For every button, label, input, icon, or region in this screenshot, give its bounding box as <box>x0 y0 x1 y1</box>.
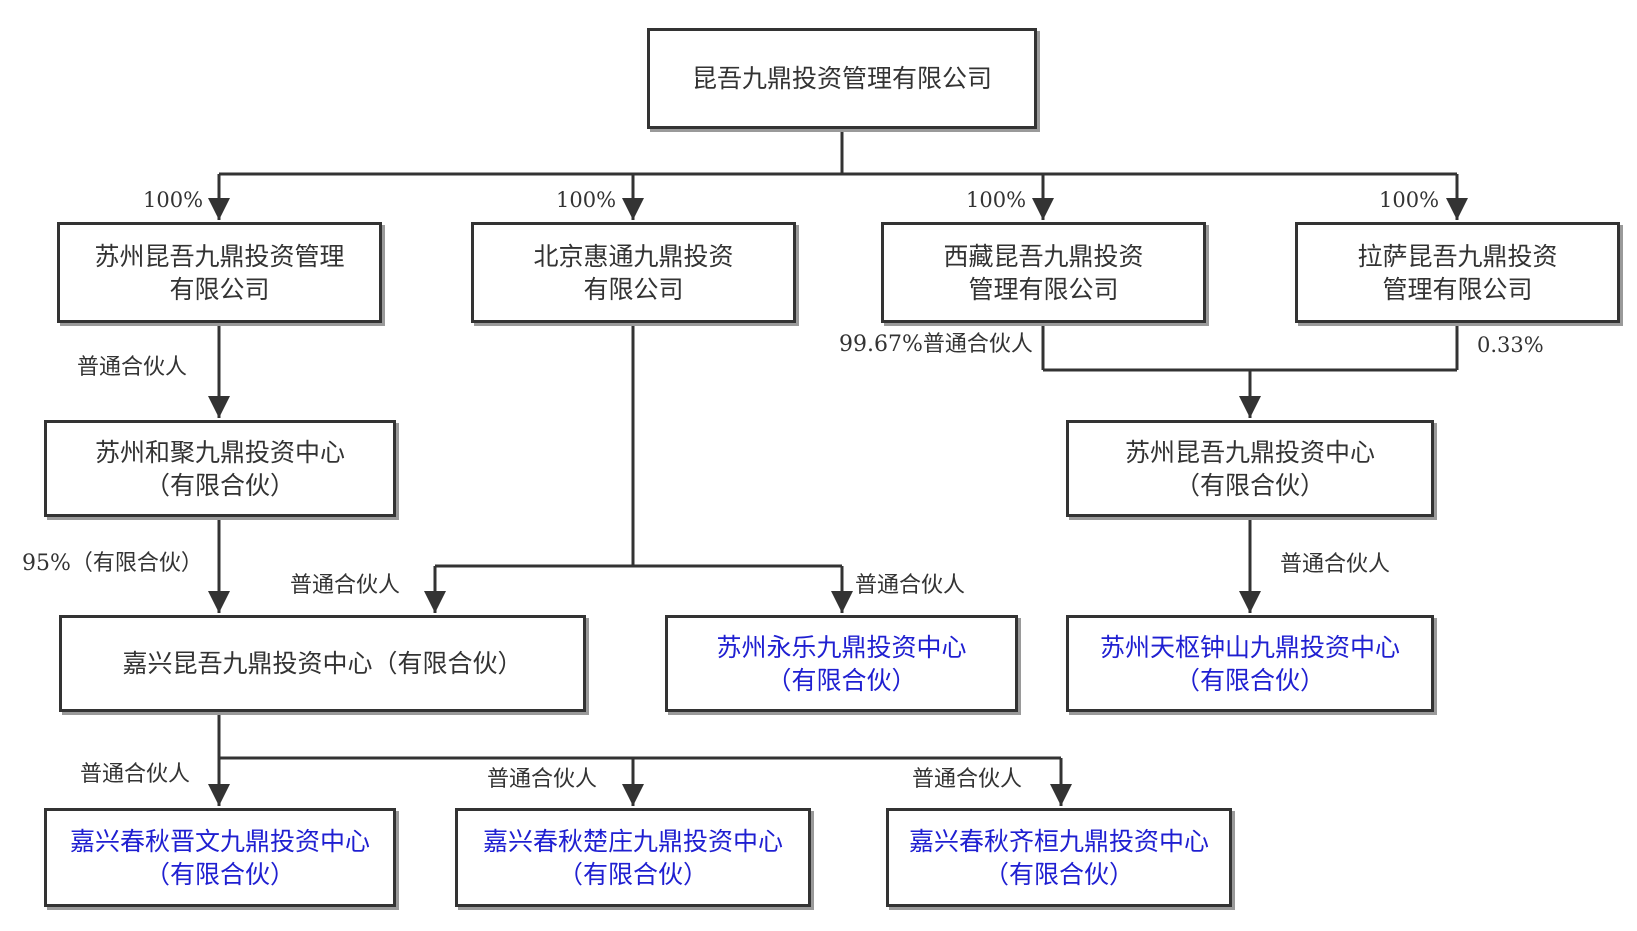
label-gp-tianshu: 普通合伙人 <box>1280 552 1391 577</box>
node-hejv-line1: 苏州和聚九鼎投资中心 <box>94 437 345 467</box>
node-yongle: 苏州永乐九鼎投资中心 （有限合伙） <box>665 615 1018 712</box>
node-hejv: 苏州和聚九鼎投资中心 （有限合伙） <box>44 420 396 517</box>
node-chuzhuang-line1: 嘉兴春秋楚庄九鼎投资中心 <box>482 826 783 856</box>
label-lp-hejv: 95%（有限合伙） <box>22 551 203 576</box>
node-jinwen: 嘉兴春秋晋文九鼎投资中心 （有限合伙） <box>44 808 396 907</box>
node-lasa-line1: 拉萨昆吾九鼎投资 <box>1357 241 1558 271</box>
label-gp-chuzhuang: 普通合伙人 <box>487 767 598 792</box>
label-share-xizang: 100% <box>966 188 1027 212</box>
node-jinwen-line2: （有限合伙） <box>144 859 295 889</box>
node-xizang: 西藏昆吾九鼎投资 管理有限公司 <box>881 222 1206 323</box>
node-parent: 昆吾九鼎投资管理有限公司 <box>647 28 1037 129</box>
node-chuzhuang-line2: （有限合伙） <box>557 859 708 889</box>
node-lasa: 拉萨昆吾九鼎投资 管理有限公司 <box>1295 222 1620 323</box>
node-tianshu-line2: （有限合伙） <box>1174 665 1325 695</box>
node-suzhou-center-line1: 苏州昆吾九鼎投资中心 <box>1124 437 1375 467</box>
node-yongle-line2: （有限合伙） <box>766 665 917 695</box>
label-gp-hejv: 普通合伙人 <box>77 355 188 380</box>
label-gp-jiaxing: 普通合伙人 <box>290 573 401 598</box>
label-share-suzhou-mgmt: 100% <box>143 188 204 212</box>
node-suzhou-center-line2: （有限合伙） <box>1174 470 1325 500</box>
node-jinwen-line1: 嘉兴春秋晋文九鼎投资中心 <box>69 826 370 856</box>
node-beijing-line2: 有限公司 <box>583 274 684 304</box>
node-qihuan-line2: （有限合伙） <box>983 859 1134 889</box>
label-gp-jinwen: 普通合伙人 <box>80 762 191 787</box>
node-qihuan: 嘉兴春秋齐桓九鼎投资中心 （有限合伙） <box>886 808 1232 907</box>
node-qihuan-line1: 嘉兴春秋齐桓九鼎投资中心 <box>908 826 1209 856</box>
node-tianshu: 苏州天枢钟山九鼎投资中心 （有限合伙） <box>1066 615 1434 712</box>
node-yongle-line1: 苏州永乐九鼎投资中心 <box>716 632 967 662</box>
label-share-lasa-center: 0.33% <box>1477 333 1544 357</box>
node-xizang-line2: 管理有限公司 <box>968 274 1119 304</box>
label-gp-qihuan: 普通合伙人 <box>912 767 1023 792</box>
node-beijing-line1: 北京惠通九鼎投资 <box>533 241 734 271</box>
node-suzhou-mgmt: 苏州昆吾九鼎投资管理 有限公司 <box>57 222 382 323</box>
label-gp-yongle: 普通合伙人 <box>855 573 966 598</box>
node-chuzhuang: 嘉兴春秋楚庄九鼎投资中心 （有限合伙） <box>455 808 811 907</box>
node-hejv-line2: （有限合伙） <box>144 470 295 500</box>
node-xizang-line1: 西藏昆吾九鼎投资 <box>943 241 1144 271</box>
label-gp-xizang: 99.67%普通合伙人 <box>839 332 1033 357</box>
node-suzhou-center: 苏州昆吾九鼎投资中心 （有限合伙） <box>1066 420 1434 517</box>
node-suzhou-mgmt-line2: 有限公司 <box>169 274 270 304</box>
node-beijing: 北京惠通九鼎投资 有限公司 <box>471 222 796 323</box>
node-tianshu-line1: 苏州天枢钟山九鼎投资中心 <box>1099 632 1400 662</box>
node-jiaxing: 嘉兴昆吾九鼎投资中心（有限合伙） <box>59 615 586 712</box>
node-lasa-line2: 管理有限公司 <box>1382 274 1533 304</box>
node-jiaxing-line1: 嘉兴昆吾九鼎投资中心（有限合伙） <box>122 649 523 678</box>
node-suzhou-mgmt-line1: 苏州昆吾九鼎投资管理 <box>94 241 345 271</box>
label-share-beijing: 100% <box>556 188 617 212</box>
node-parent-line1: 昆吾九鼎投资管理有限公司 <box>691 64 992 93</box>
label-share-lasa: 100% <box>1379 188 1440 212</box>
